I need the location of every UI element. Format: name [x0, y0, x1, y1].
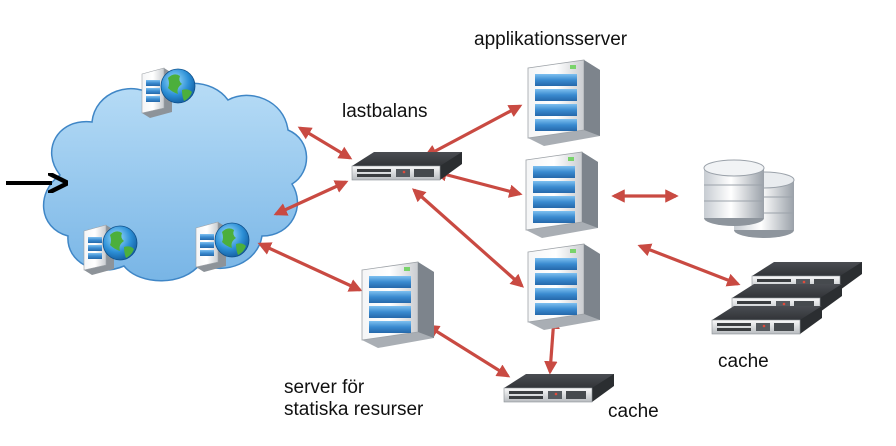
arrow-cloud-to-static-server	[257, 242, 363, 292]
label-static-server-line1: server för	[284, 377, 365, 398]
arrow-lb-to-app-1	[423, 104, 523, 158]
app-server-3	[527, 243, 601, 331]
arrow-app-3-to-cache-cluster	[637, 243, 741, 287]
app-server-2	[525, 151, 599, 239]
client-server-right	[195, 221, 250, 273]
label-app-servers: applikationsserver	[474, 29, 628, 50]
arrow-lb-to-app-2	[433, 168, 523, 198]
arrow-cloud-to-lb-top	[297, 126, 353, 160]
label-cache-bottom: cache	[608, 401, 659, 422]
connections	[257, 104, 741, 378]
load-balancer-switch	[351, 151, 463, 181]
label-static-server-line2: statiska resurser	[284, 399, 424, 420]
database-icon	[703, 159, 795, 238]
cache-switch	[503, 373, 615, 403]
internet-cloud	[43, 82, 308, 282]
arrow-static-server-to-cache-switch	[425, 324, 511, 378]
cache-cluster	[711, 261, 863, 335]
label-load-balancer: lastbalans	[342, 101, 428, 122]
app-server-1	[527, 59, 601, 147]
static-server	[361, 261, 435, 349]
arrow-lb-to-app-3	[411, 188, 525, 288]
arrow-cloud-to-lb-bottom	[273, 180, 349, 216]
label-cache-right: cache	[718, 351, 769, 372]
